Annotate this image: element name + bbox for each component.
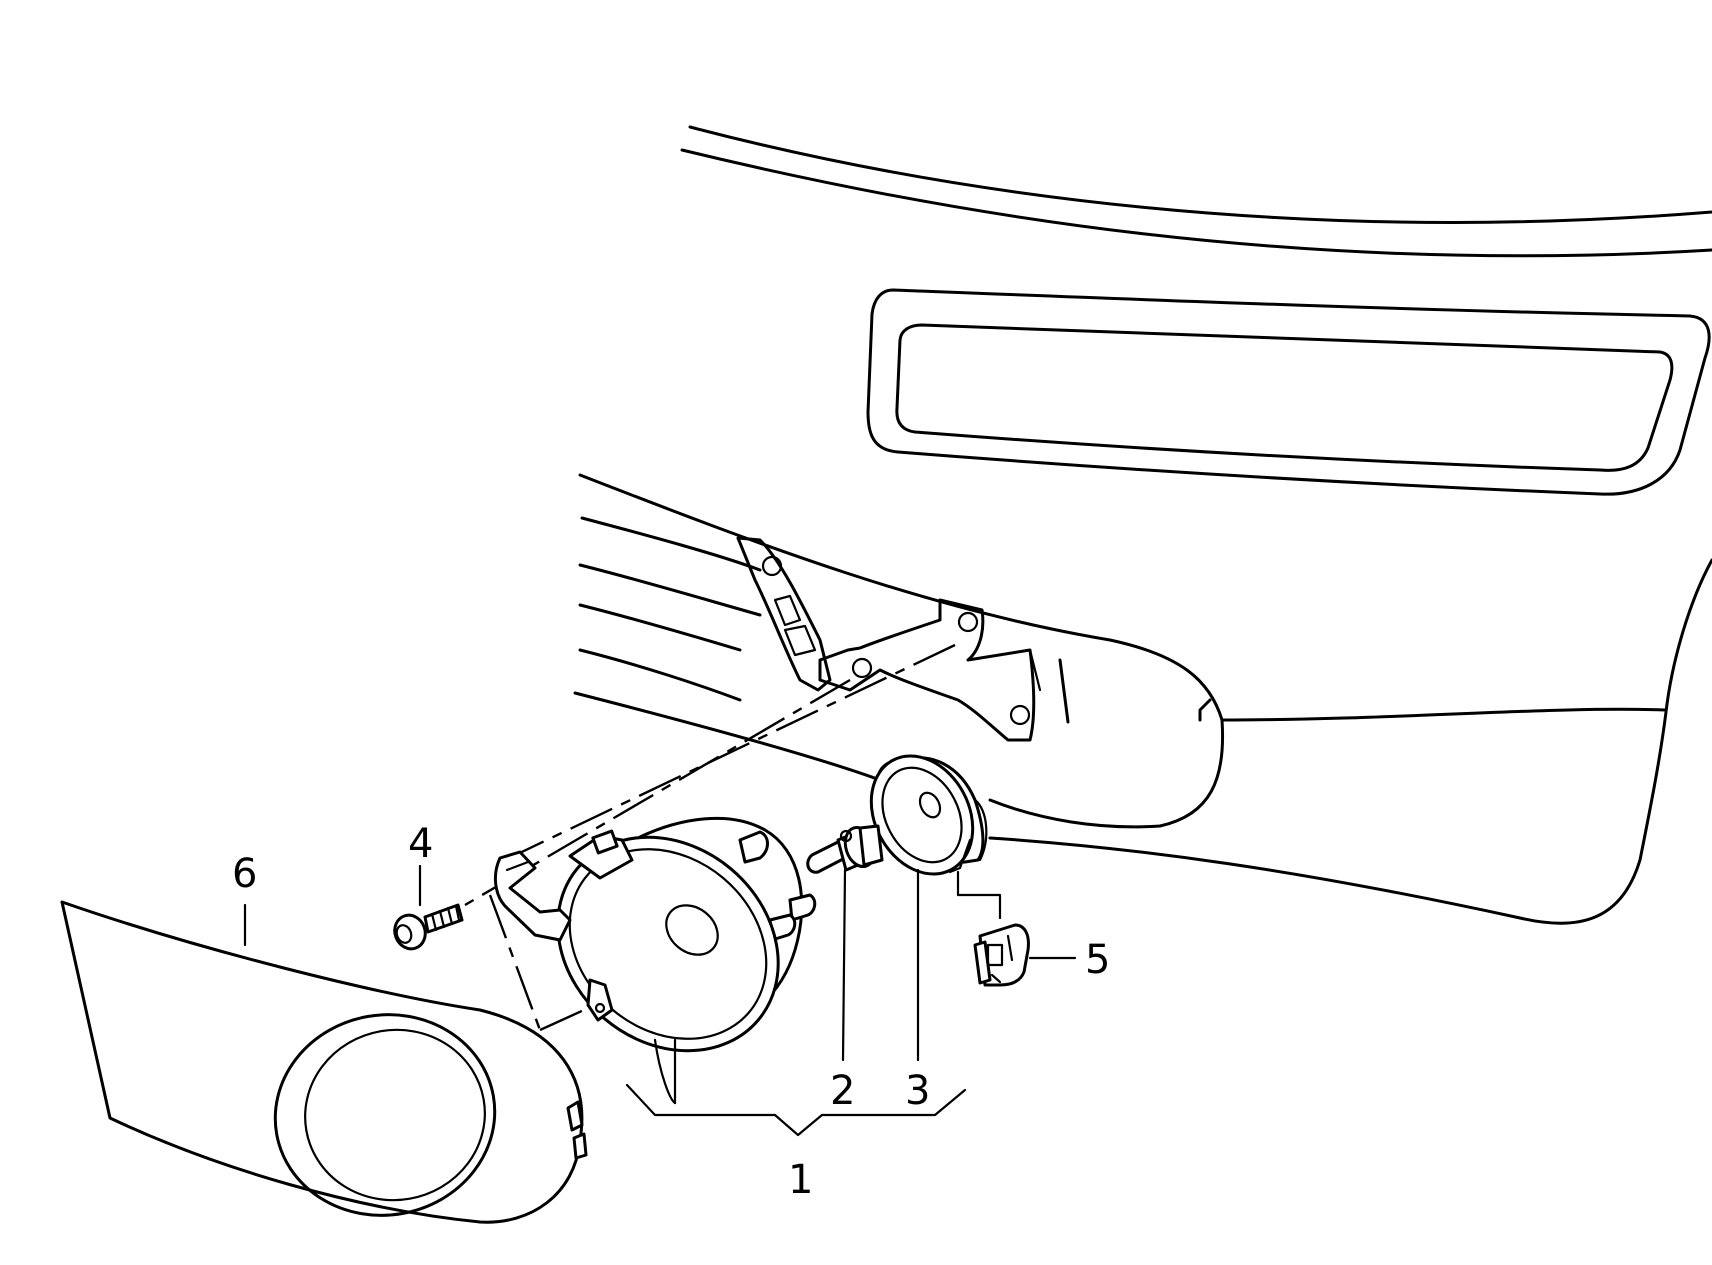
electrical-connector [973,923,1030,987]
front-bumper [573,125,1712,925]
callout-1: 1 [788,1157,813,1203]
callout-2: 2 [830,1068,855,1114]
mounting-screw [393,903,464,951]
callout-1-bracket [625,1083,967,1137]
callout-labels: 1 2 3 4 5 6 [232,821,1110,1203]
leader-lines [243,864,1077,1137]
callout-4: 4 [408,821,433,867]
callout-3: 3 [905,1068,930,1114]
fog-light-bulb [806,824,884,874]
callout-6: 6 [232,851,257,897]
fog-light-grille-trim [60,900,588,1224]
alignment-guides [464,643,956,1032]
callout-5: 5 [1085,937,1110,983]
bulb-holder-cover [869,754,988,876]
fog-light-housing [493,816,817,1053]
